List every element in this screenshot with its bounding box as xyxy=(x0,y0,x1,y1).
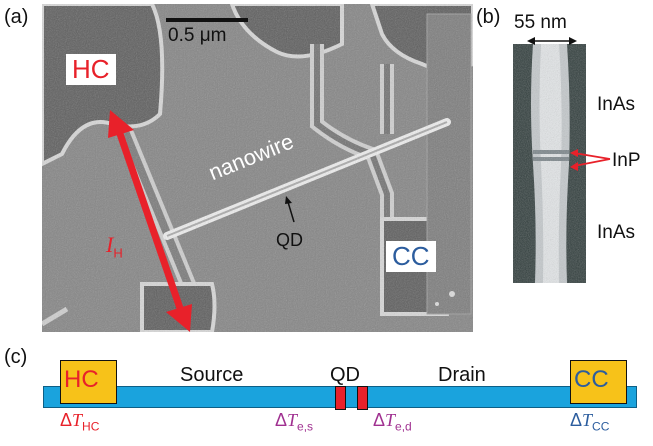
heater-current-arrow xyxy=(108,110,192,332)
source-label: Source xyxy=(180,364,244,386)
material-inp: InP xyxy=(612,150,641,171)
panel-label-c: (c) xyxy=(4,346,28,368)
nanowire-tem-image xyxy=(513,44,586,283)
material-inas-bottom: InAs xyxy=(597,222,636,243)
panel-label-a: (a) xyxy=(4,6,29,28)
cc-label: CC xyxy=(386,241,436,272)
inp-pointer-arrows xyxy=(570,149,611,171)
delta-t-cc: ΔTCC xyxy=(570,410,610,434)
wire-width-label: 55 nm xyxy=(514,12,567,33)
hc-box-label: HC xyxy=(64,366,99,393)
hc-label: HC xyxy=(66,54,116,85)
barrier-drain xyxy=(357,386,368,410)
heater-current-label: IH xyxy=(106,232,123,261)
qd-label: QD xyxy=(276,230,303,250)
width-double-arrow xyxy=(527,37,577,45)
qd-schematic-label: QD xyxy=(330,364,360,386)
scale-bar-label: 0.5 μm xyxy=(168,25,227,46)
delta-t-hc: ΔTHC xyxy=(60,410,100,434)
hc-box xyxy=(60,360,117,404)
delta-t-ed: ΔTe,d xyxy=(373,410,412,434)
barrier-source xyxy=(335,386,346,410)
material-inas-top: InAs xyxy=(597,94,636,115)
cc-box-label: CC xyxy=(574,366,609,393)
delta-t-es: ΔTe,s xyxy=(275,410,314,434)
panel-label-b: (b) xyxy=(476,6,501,28)
qd-pointer-arrow xyxy=(285,196,295,223)
drain-label: Drain xyxy=(438,364,486,386)
scale-bar xyxy=(166,18,248,22)
cc-box xyxy=(570,360,627,404)
